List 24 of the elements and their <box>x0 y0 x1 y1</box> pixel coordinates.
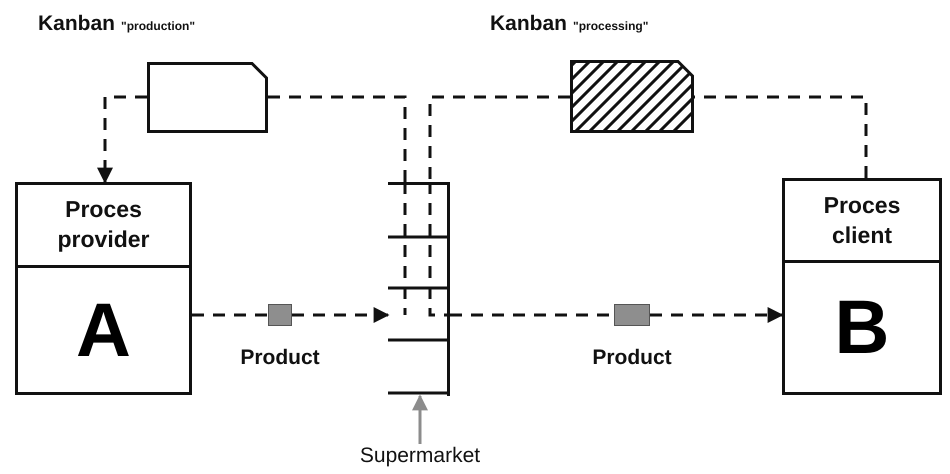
process-letter: B <box>834 284 890 372</box>
process-box <box>782 178 942 395</box>
arrow <box>292 307 390 323</box>
product-token <box>268 304 292 326</box>
connector-line <box>694 96 868 178</box>
product-token <box>614 304 650 326</box>
kanban-title: Kanban <box>38 12 116 36</box>
product-label: Product <box>591 346 673 370</box>
product-label: Product <box>239 346 321 370</box>
process-box <box>15 182 192 395</box>
kanban-subtitle: "production" <box>121 19 196 33</box>
supermarket-shelf-drawing <box>388 182 450 396</box>
process-name: Proces client <box>785 181 939 263</box>
connector-line <box>428 96 570 182</box>
supermarket-label: Supermarket <box>350 444 490 468</box>
kanban-subtitle: "processing" <box>573 19 648 33</box>
arrow <box>650 307 784 323</box>
arrow <box>412 394 428 444</box>
process-name: Proces provider <box>18 185 189 268</box>
arrow <box>97 96 147 184</box>
connector-line <box>268 96 406 182</box>
process-letter: A <box>75 286 132 374</box>
connector-line <box>192 314 268 316</box>
kanban-title: Kanban <box>490 12 568 36</box>
